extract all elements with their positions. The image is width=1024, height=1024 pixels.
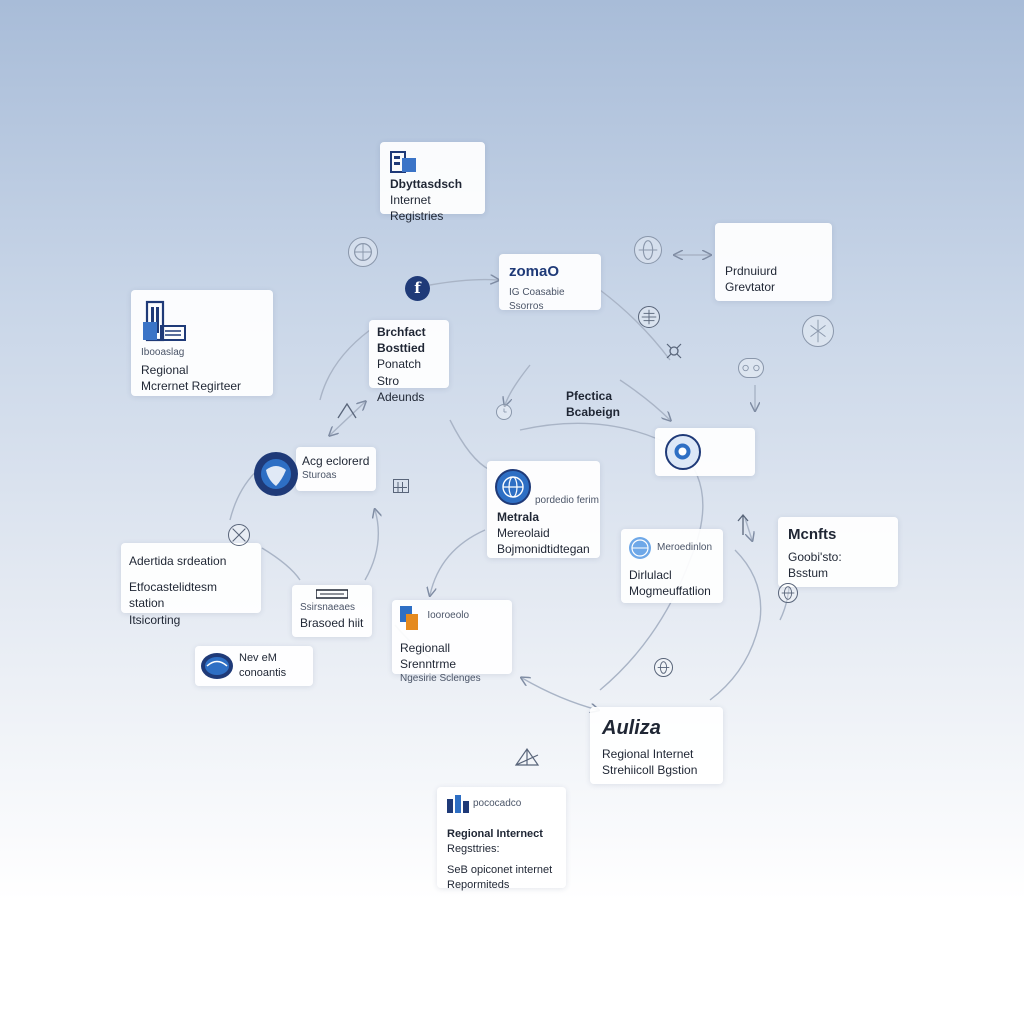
globe-network-icon bbox=[495, 469, 531, 505]
node-mcnfts-line1: Goobi'sto: bbox=[788, 550, 842, 565]
node-acg-line2: Sturoas bbox=[302, 470, 337, 482]
node-bottom-line4: Repormiteds bbox=[447, 878, 510, 891]
node-bottom-header: pococadco bbox=[447, 795, 556, 813]
node-brasoed-small: Ssirsnaeaes bbox=[300, 602, 356, 613]
node-meroedin-header: Meroedinlon bbox=[629, 537, 715, 559]
server-building-icon bbox=[141, 298, 189, 344]
facebook-icon[interactable]: f bbox=[405, 276, 430, 301]
node-bottom-line1: Regional Internect bbox=[447, 828, 543, 840]
node-acg-line1: Acg eclorerd bbox=[302, 454, 370, 468]
node-top-subtitle: Internet Registries bbox=[390, 193, 444, 224]
node-zoma-subtitle: IG Coasabie Ssorros bbox=[509, 287, 565, 312]
globe-outline-icon bbox=[634, 236, 662, 264]
node-meroedin[interactable]: Meroedinlon Dirlulacl Mogmeuffatlion bbox=[621, 529, 723, 603]
node-mcnfts[interactable]: Mcnfts Goobi'sto: Bsstum bbox=[778, 517, 898, 587]
node-meroedin-small: Meroedinlon bbox=[657, 542, 713, 554]
node-nev[interactable]: Nev eM conoantis bbox=[195, 646, 313, 686]
node-brchfact-line1: Brchfact bbox=[377, 325, 426, 339]
node-regional-mid-small: Iooroeolo bbox=[427, 610, 470, 621]
node-zoma[interactable]: zomaO IG Coasabie Ssorros bbox=[499, 254, 601, 312]
node-metrala-side: pordedio ferim bbox=[535, 495, 599, 506]
globe-mark-icon bbox=[201, 653, 233, 679]
node-hub-icon bbox=[738, 358, 764, 378]
node-brasoed-title: Brasoed hiit bbox=[300, 615, 364, 630]
clock-icon bbox=[496, 404, 512, 420]
node-regional-left-subtitle: Mcrernet Regirteer bbox=[141, 378, 242, 393]
satellite-icon bbox=[665, 342, 683, 360]
node-regional-left-title: Regional bbox=[141, 362, 189, 377]
node-metrala-line1: Metrala bbox=[497, 510, 540, 524]
node-prdnuiurd[interactable]: Prdnuiurd Grevtator bbox=[715, 223, 832, 301]
node-prdnuiurd-line2: Grevtator bbox=[725, 280, 776, 295]
compass-icon bbox=[228, 524, 250, 546]
mesh-globe-icon bbox=[802, 315, 834, 347]
node-adertida-line3: Itsicorting bbox=[129, 612, 181, 627]
arrow-up-icon bbox=[736, 513, 750, 537]
label-pfectica-line1: Pfectica bbox=[566, 389, 613, 403]
node-regional-mid-subtitle: Ngesirie Sclenges bbox=[400, 673, 481, 685]
node-regional-left[interactable]: Ibooaslag Regional Mcrernet Regirteer bbox=[131, 290, 273, 396]
node-adertida[interactable]: Adertida srdeation Etfocastelidtesm stat… bbox=[121, 543, 261, 627]
node-regional-mid[interactable]: Iooroeolo Regionall Srenntrme Ngesirie S… bbox=[392, 600, 512, 684]
app-logo-icon bbox=[400, 606, 418, 630]
globe-badge-icon bbox=[665, 434, 701, 470]
node-auliza-title: Auliza bbox=[602, 717, 661, 739]
node-bottom-line2: Regsttries: bbox=[447, 842, 500, 855]
node-globe-right[interactable] bbox=[655, 428, 755, 476]
node-top-title: Dbyttasdsch bbox=[390, 177, 463, 191]
node-prdnuiurd-line1: Prdnuiurd bbox=[725, 264, 778, 278]
grid-globe-icon bbox=[638, 306, 660, 328]
triangle-arrow-icon bbox=[336, 402, 358, 420]
node-brasoed[interactable]: Ssirsnaeaes Brasoed hiit bbox=[292, 585, 372, 637]
node-metrala-line2: Mereolaid bbox=[497, 526, 550, 541]
node-bottom[interactable]: pococadco Regional Internect Regsttries:… bbox=[437, 787, 566, 891]
node-acg[interactable]: Acg eclorerd Sturoas bbox=[296, 447, 376, 491]
globe-small-icon bbox=[778, 583, 798, 603]
node-meroedin-line2: Mogmeuffatlion bbox=[629, 584, 711, 599]
server-icon bbox=[315, 589, 349, 601]
node-top-registries[interactable]: Dbyttasdsch Internet Registries bbox=[380, 142, 485, 223]
node-regional-mid-title: Regionall Srenntrme bbox=[400, 641, 457, 672]
node-mcnfts-title: Mcnfts bbox=[788, 526, 837, 543]
node-auliza[interactable]: Auliza Regional Internet Strehiicoll Bgs… bbox=[590, 707, 723, 784]
node-adertida-line1: Adertida srdeation bbox=[129, 554, 227, 568]
node-bottom-small: pococadco bbox=[473, 798, 522, 810]
facebook-icon-glyph: f bbox=[414, 279, 421, 297]
globe-tiny-icon bbox=[654, 658, 673, 677]
node-metrala-line3: Bojmonidtidtegan bbox=[497, 542, 590, 557]
node-brchfact-line2: Bosttied bbox=[377, 341, 425, 356]
node-auliza-line1: Regional Internet bbox=[602, 747, 694, 761]
node-zoma-title: zomaO bbox=[509, 263, 560, 280]
node-brchfact-line4: Stro Adeunds bbox=[377, 373, 425, 404]
label-pfectica-line2: Bcabeign bbox=[566, 405, 621, 420]
node-brchfact-line3: Ponatch bbox=[377, 357, 422, 372]
globe-icon bbox=[629, 537, 651, 559]
node-metrala[interactable]: Metrala Mereolaid Bojmonidtidtegan porde… bbox=[487, 461, 600, 558]
network-globe-icon bbox=[348, 237, 378, 267]
node-mcnfts-line2: Bsstum bbox=[788, 566, 829, 581]
label-pfectica: Pfectica Bcabeign bbox=[566, 388, 620, 420]
grid-square-icon bbox=[393, 479, 409, 493]
building-icon bbox=[390, 150, 420, 174]
node-bottom-line3: SeB opiconet internet bbox=[447, 863, 553, 876]
node-regional-left-small: Ibooaslag bbox=[141, 347, 185, 358]
blocks-icon bbox=[447, 795, 469, 813]
node-auliza-line2: Strehiicoll Bgstion bbox=[602, 763, 698, 778]
globe-shield-icon bbox=[254, 452, 298, 496]
node-adertida-line2: Etfocastelidtesm station bbox=[129, 580, 218, 611]
mesh-triangle-icon bbox=[514, 745, 540, 769]
node-brchfact[interactable]: Brchfact Bosttied Ponatch Stro Adeunds bbox=[369, 320, 449, 404]
node-nev-label: Nev eM conoantis bbox=[239, 652, 287, 679]
node-meroedin-line1: Dirlulacl bbox=[629, 568, 672, 582]
